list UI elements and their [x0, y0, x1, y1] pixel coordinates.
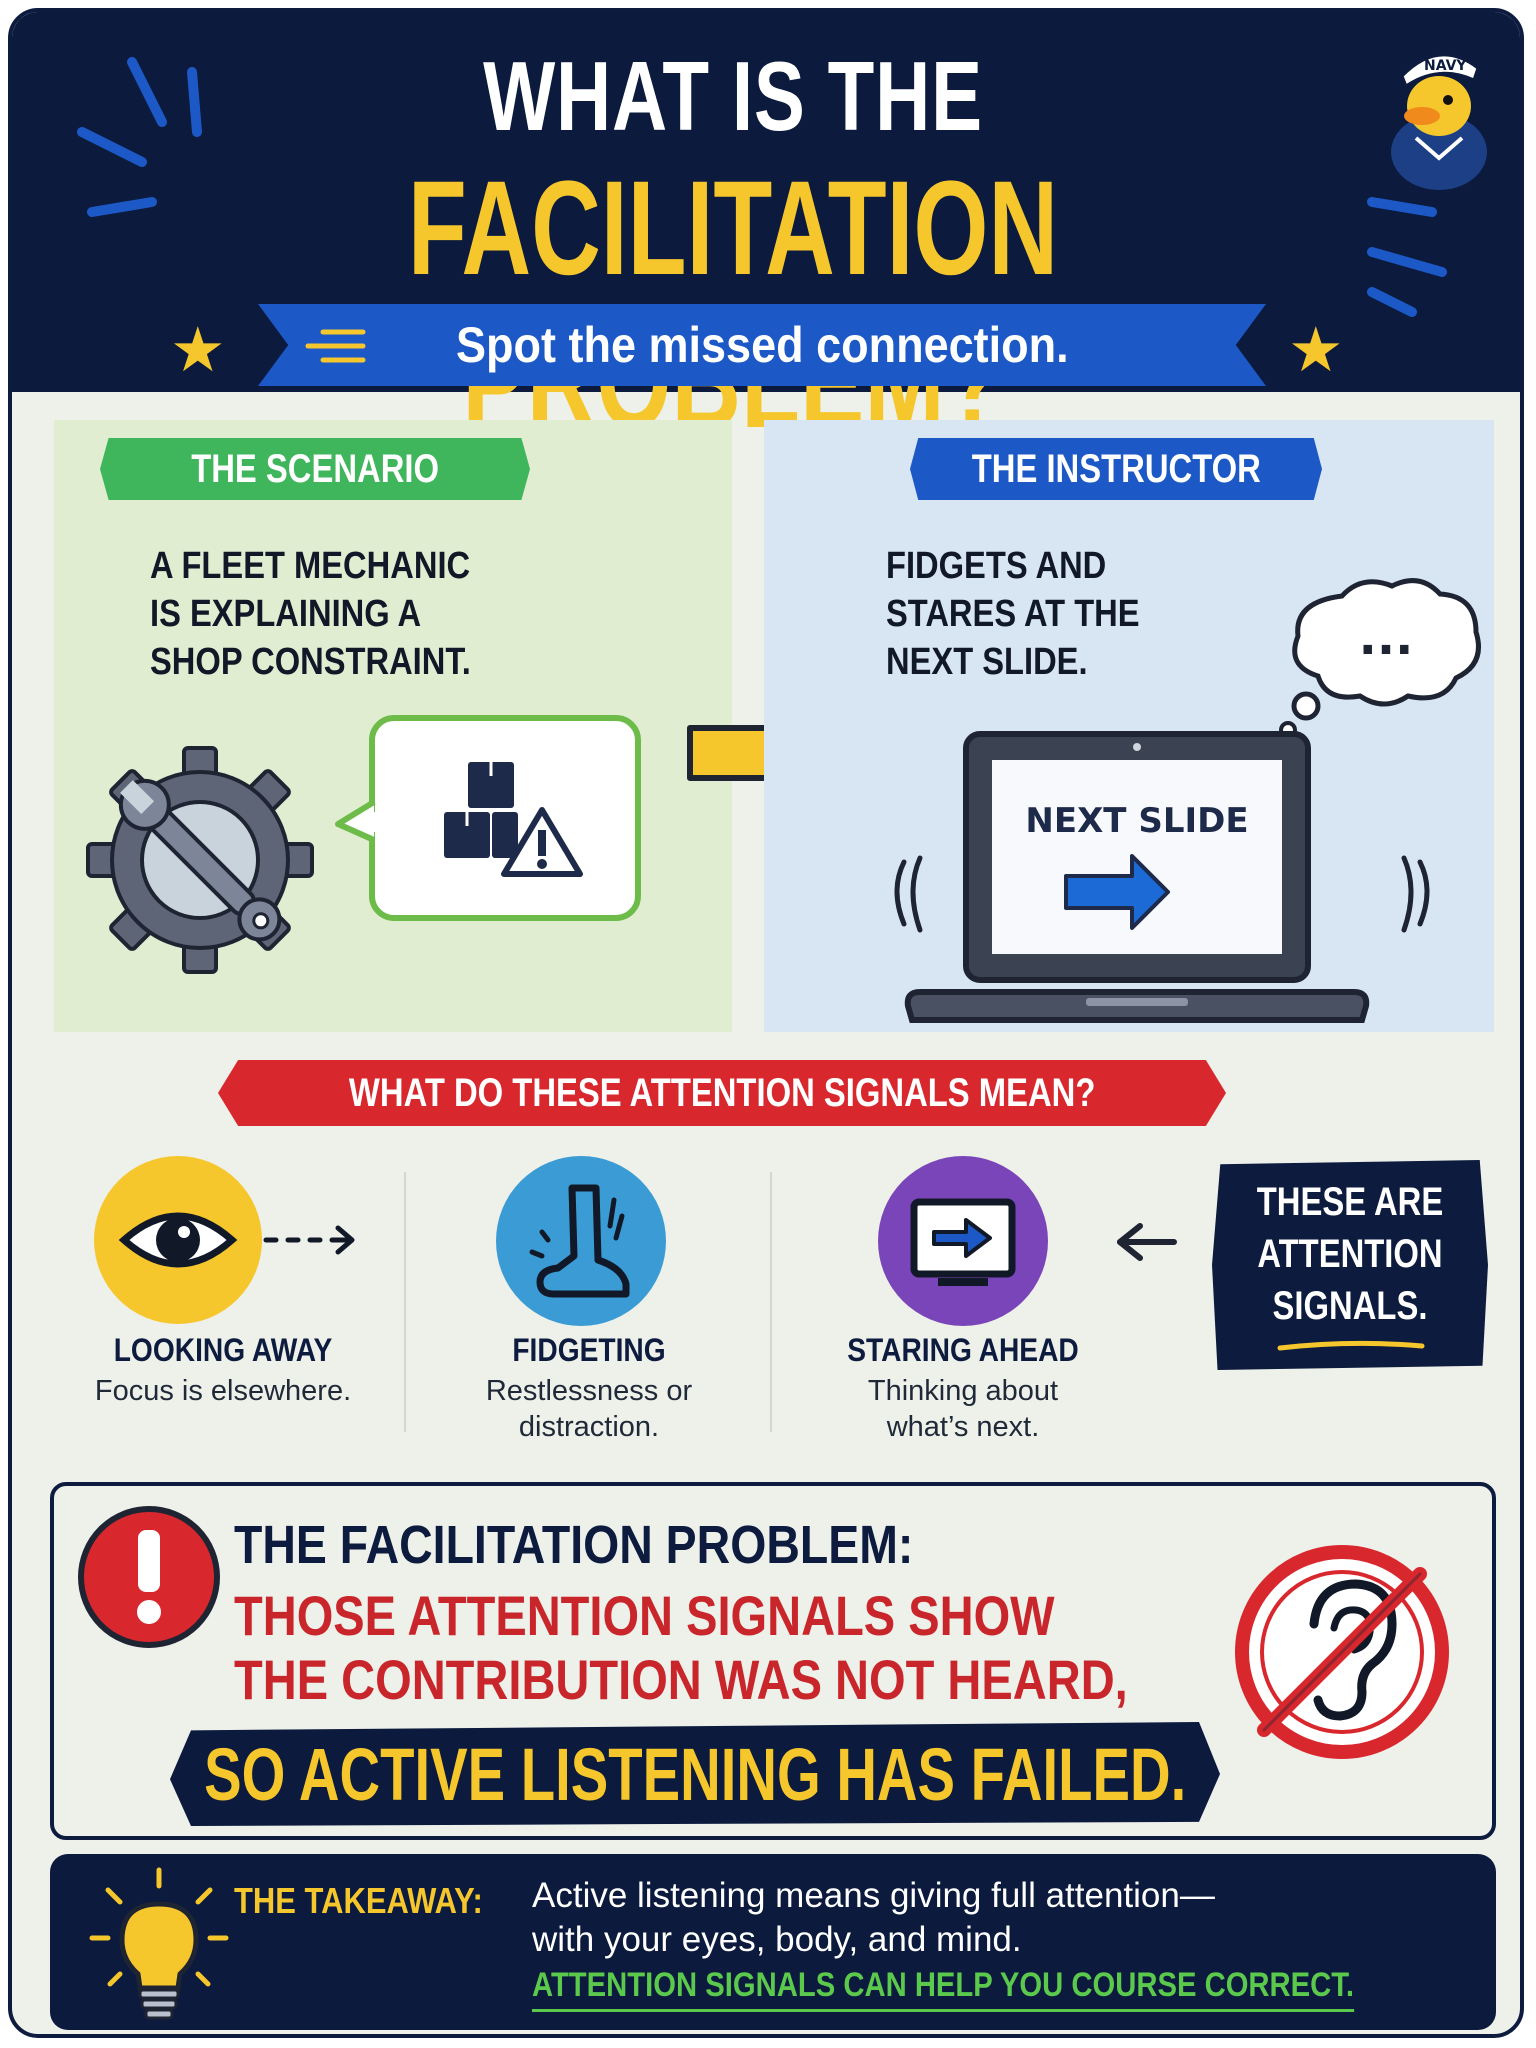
infographic-poster: WHAT IS THE FACILITATION PROBLEM? NAVY ★… — [8, 8, 1524, 2038]
title-line-1: WHAT IS THE — [483, 41, 983, 151]
takeaway-body: Active listening means giving full atten… — [532, 1874, 1215, 1962]
star-icon-right: ★ — [1288, 316, 1344, 385]
subtitle-ribbon: Spot the missed connection. — [258, 304, 1266, 386]
signal-title: FIDGETING — [512, 1332, 666, 1368]
instructor-tag: THE INSTRUCTOR — [910, 438, 1322, 500]
shake-lines-left-icon — [894, 855, 923, 933]
instructor-line: STARES AT THE — [886, 593, 1140, 635]
signals-note: THESE ARE ATTENTION SIGNALS. — [1212, 1160, 1488, 1370]
signals-note-line: SIGNALS. — [1272, 1284, 1428, 1328]
takeaway-highlight: ATTENTION SIGNALS CAN HELP YOU COURSE CO… — [532, 1966, 1355, 2012]
lightbulb-icon — [89, 1867, 229, 2020]
takeaway-line: with your eyes, body, and mind. — [532, 1920, 1022, 1959]
speed-lines-icon — [305, 329, 366, 363]
signals-question-banner: WHAT DO THESE ATTENTION SIGNALS MEAN? — [218, 1060, 1226, 1126]
takeaway-bar — [50, 1854, 1496, 2030]
signal-staring-ahead: STARING AHEAD Thinking about what’s next… — [798, 1332, 1128, 1445]
scenario-line: IS EXPLAINING A — [150, 593, 422, 635]
scenario-line: A FLEET MECHANIC — [150, 545, 471, 587]
scenario-tag: THE SCENARIO — [100, 438, 530, 500]
underline-stroke-icon — [1277, 1340, 1425, 1351]
signal-title: STARING AHEAD — [847, 1332, 1079, 1368]
no-listening-ear-icon — [1235, 1545, 1449, 1759]
screen-label: NEXT SLIDE — [1025, 801, 1248, 841]
speech-bubble-boxes-warning-icon — [335, 715, 641, 921]
subtitle-text: Spot the missed connection. — [455, 317, 1069, 373]
alert-icon — [78, 1506, 220, 1648]
monitor-arrow-icon — [878, 1156, 1048, 1326]
signal-divider — [770, 1172, 772, 1432]
problem-statement: THOSE ATTENTION SIGNALS SHOW THE CONTRIB… — [234, 1584, 1128, 1712]
burst-lines-right-icon — [1367, 197, 1447, 317]
signal-desc: what’s next. — [886, 1411, 1040, 1443]
signal-fidgeting: FIDGETING Restlessness or distraction. — [424, 1332, 754, 1445]
scenario-line: SHOP CONSTRAINT. — [150, 641, 471, 683]
signals-note-line: THESE ARE — [1256, 1180, 1444, 1224]
laptop-icon: NEXT SLIDE — [904, 731, 1370, 1023]
conclusion-text: SO ACTIVE LISTENING HAS FAILED. — [203, 1732, 1187, 1816]
problem-line: THOSE ATTENTION SIGNALS SHOW — [234, 1584, 1055, 1647]
instructor-line: NEXT SLIDE. — [886, 641, 1088, 683]
eye-icon — [94, 1156, 355, 1324]
mascot-hat-text: NAVY — [1424, 58, 1467, 74]
problem-heading: THE FACILITATION PROBLEM: — [234, 1515, 914, 1575]
burst-lines-left-icon — [77, 57, 202, 217]
signal-desc: distraction. — [518, 1411, 660, 1443]
signal-desc: Focus is elsewhere. — [94, 1375, 352, 1407]
signal-divider — [404, 1172, 406, 1432]
signal-desc: Thinking about — [867, 1375, 1059, 1407]
instructor-line: FIDGETS AND — [886, 545, 1107, 587]
problem-line: THE CONTRIBUTION WAS NOT HEARD, — [234, 1648, 1128, 1711]
star-icon-left: ★ — [170, 316, 226, 385]
signals-note-line: ATTENTION — [1257, 1232, 1443, 1276]
arrow-left-icon — [1117, 1223, 1177, 1261]
mascot-duck-icon: NAVY — [1391, 53, 1487, 190]
thought-bubble-icon: ... — [1279, 578, 1481, 739]
thought-text: ... — [1359, 610, 1414, 666]
signal-looking-away: LOOKING AWAY Focus is elsewhere. — [58, 1332, 388, 1409]
signal-desc: Restlessness or — [485, 1375, 693, 1407]
conclusion-strip: SO ACTIVE LISTENING HAS FAILED. — [170, 1722, 1220, 1826]
gear-wrench-icon — [86, 746, 314, 974]
header-banner: WHAT IS THE FACILITATION PROBLEM? NAVY ★… — [12, 12, 1520, 456]
scenario-text: A FLEET MECHANIC IS EXPLAINING A SHOP CO… — [150, 542, 471, 686]
instructor-text: FIDGETS AND STARES AT THE NEXT SLIDE. — [886, 542, 1140, 686]
signal-title: LOOKING AWAY — [113, 1332, 333, 1368]
takeaway-line: Active listening means giving full atten… — [532, 1876, 1215, 1915]
foot-icon — [496, 1156, 666, 1326]
shake-lines-right-icon — [1401, 855, 1430, 933]
takeaway-label: THE TAKEAWAY: — [234, 1880, 483, 1921]
